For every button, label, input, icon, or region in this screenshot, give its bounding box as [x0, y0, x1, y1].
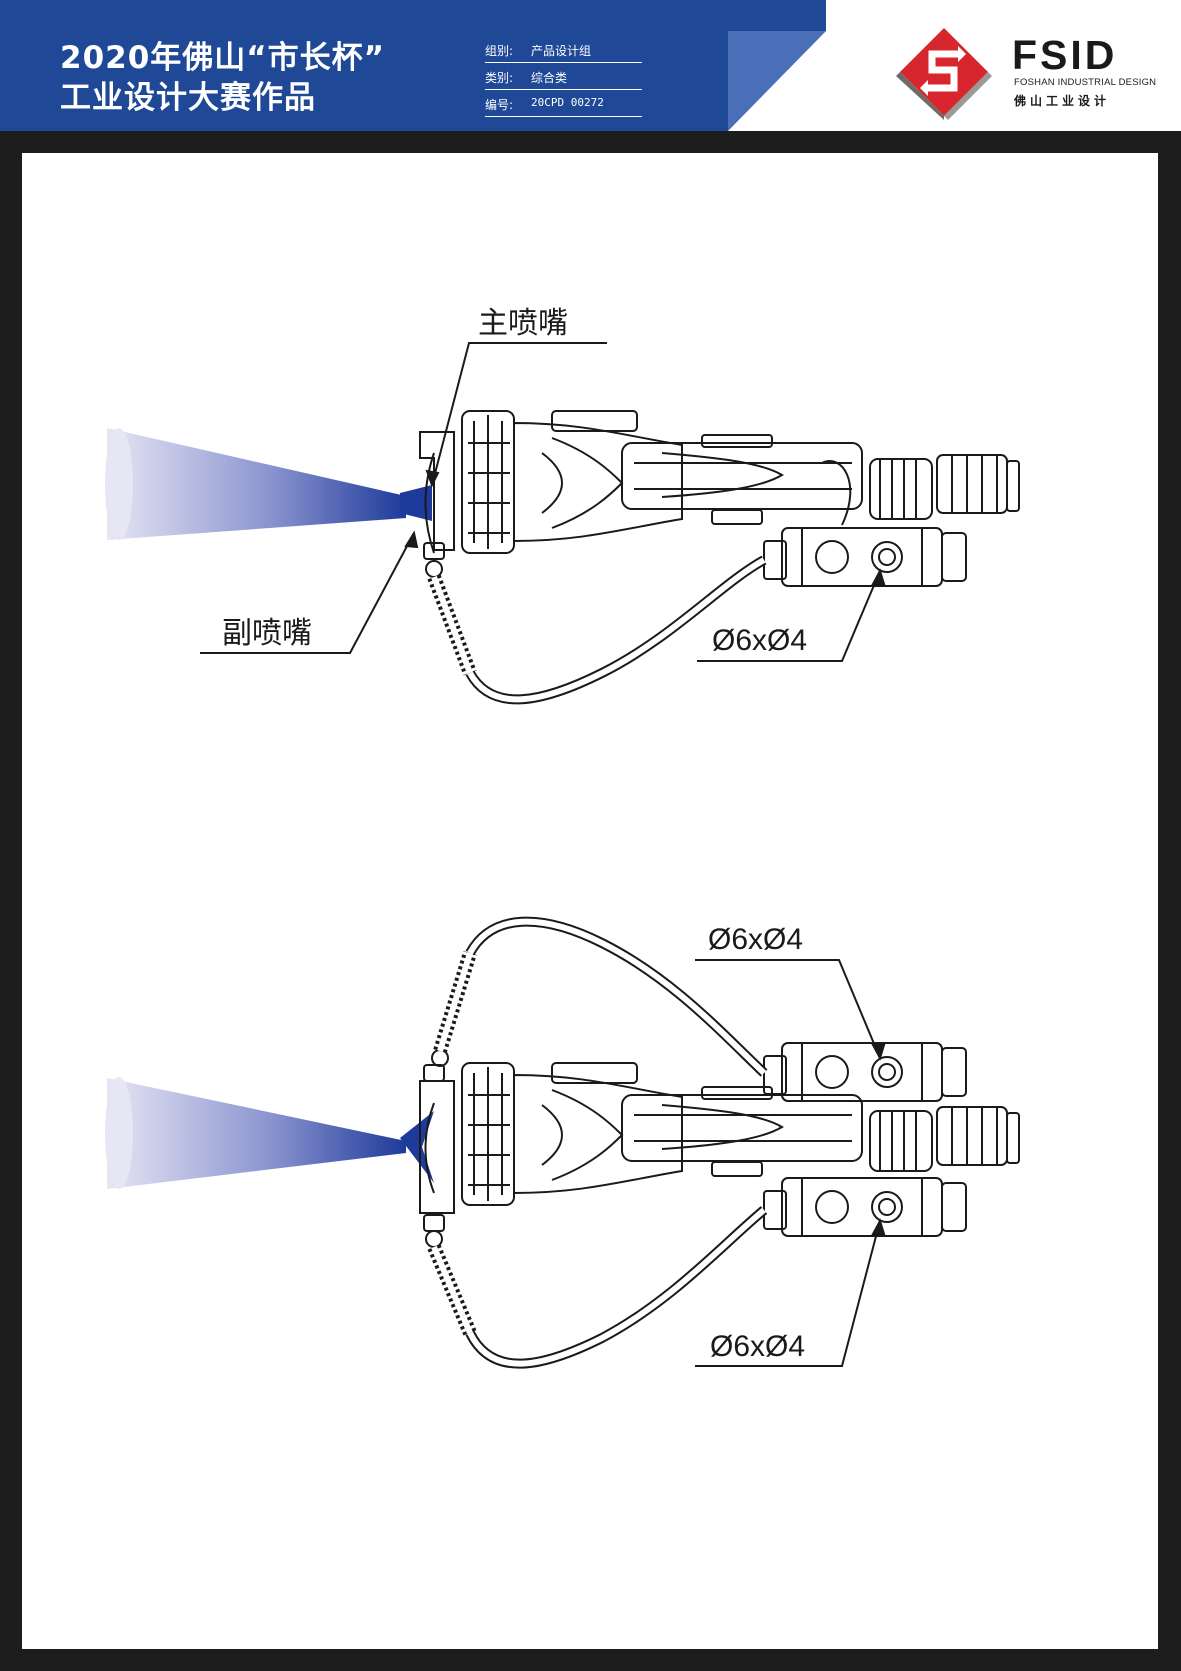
leader-sub-nozzle: [200, 532, 415, 654]
label-bottom-upper-hose-dimension: Ø6xØ4: [708, 923, 803, 956]
top-spray-cone: [107, 428, 406, 540]
header-band: [0, 0, 826, 131]
meta-value: 20CPD 00272: [531, 96, 604, 109]
meta-row-category: 类别: 综合类: [485, 67, 642, 90]
label-main-nozzle: 主喷嘴: [478, 306, 568, 341]
leader-bottom-lower-dim: [695, 1220, 881, 1367]
header-triangle-accent: [728, 31, 826, 131]
top-spray-gun: [105, 342, 1020, 705]
meta-row-group: 组别: 产品设计组: [485, 40, 642, 63]
meta-key: 类别:: [485, 71, 514, 85]
label-bottom-lower-hose-dimension: Ø6xØ4: [710, 1330, 805, 1363]
meta-value: 产品设计组: [531, 44, 592, 58]
meta-key: 组别:: [485, 44, 514, 58]
leader-main-nozzle: [431, 342, 607, 486]
logo-wordmark: FSID: [1012, 32, 1118, 78]
leader-top-dim: [697, 570, 881, 662]
bottom-spray-cone: [107, 1078, 406, 1189]
drawing-canvas: 主喷嘴 副喷嘴 Ø6xØ4: [22, 153, 1158, 1649]
header: 2020年佛山“市长杯” 工业设计大赛作品 组别: 产品设计组 类别: 综合类 …: [0, 0, 1181, 131]
label-top-hose-dimension: Ø6xØ4: [712, 624, 807, 657]
logo-subtitle: FOSHAN INDUSTRIAL DESIGN: [1014, 77, 1157, 88]
label-sub-nozzle: 副喷嘴: [222, 616, 312, 651]
bottom-spray-gun: [105, 916, 1020, 1369]
leader-bottom-upper-dim: [695, 959, 881, 1059]
fsid-logo-icon: [896, 28, 992, 120]
technical-drawing: 主喷嘴 副喷嘴 Ø6xØ4: [105, 306, 1020, 1369]
title-line-1: 2020年佛山“市长杯”: [60, 40, 386, 76]
title-line-2: 工业设计大赛作品: [60, 80, 316, 116]
meta-value: 综合类: [531, 71, 568, 85]
meta-row-number: 编号: 20CPD 00272: [485, 94, 642, 117]
meta-key: 编号:: [485, 98, 514, 112]
logo-chinese: 佛山工业设计: [1014, 94, 1111, 108]
